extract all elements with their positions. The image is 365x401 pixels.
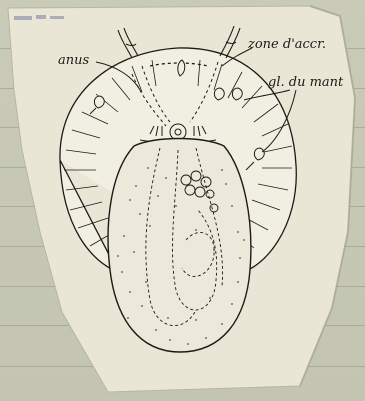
- label-mantle-glands: gl. du mant: [268, 75, 344, 90]
- label-accretion-zone: zone d'accr.: [247, 37, 326, 52]
- label-anus: anus: [58, 53, 89, 68]
- visceral-mass: [108, 139, 251, 353]
